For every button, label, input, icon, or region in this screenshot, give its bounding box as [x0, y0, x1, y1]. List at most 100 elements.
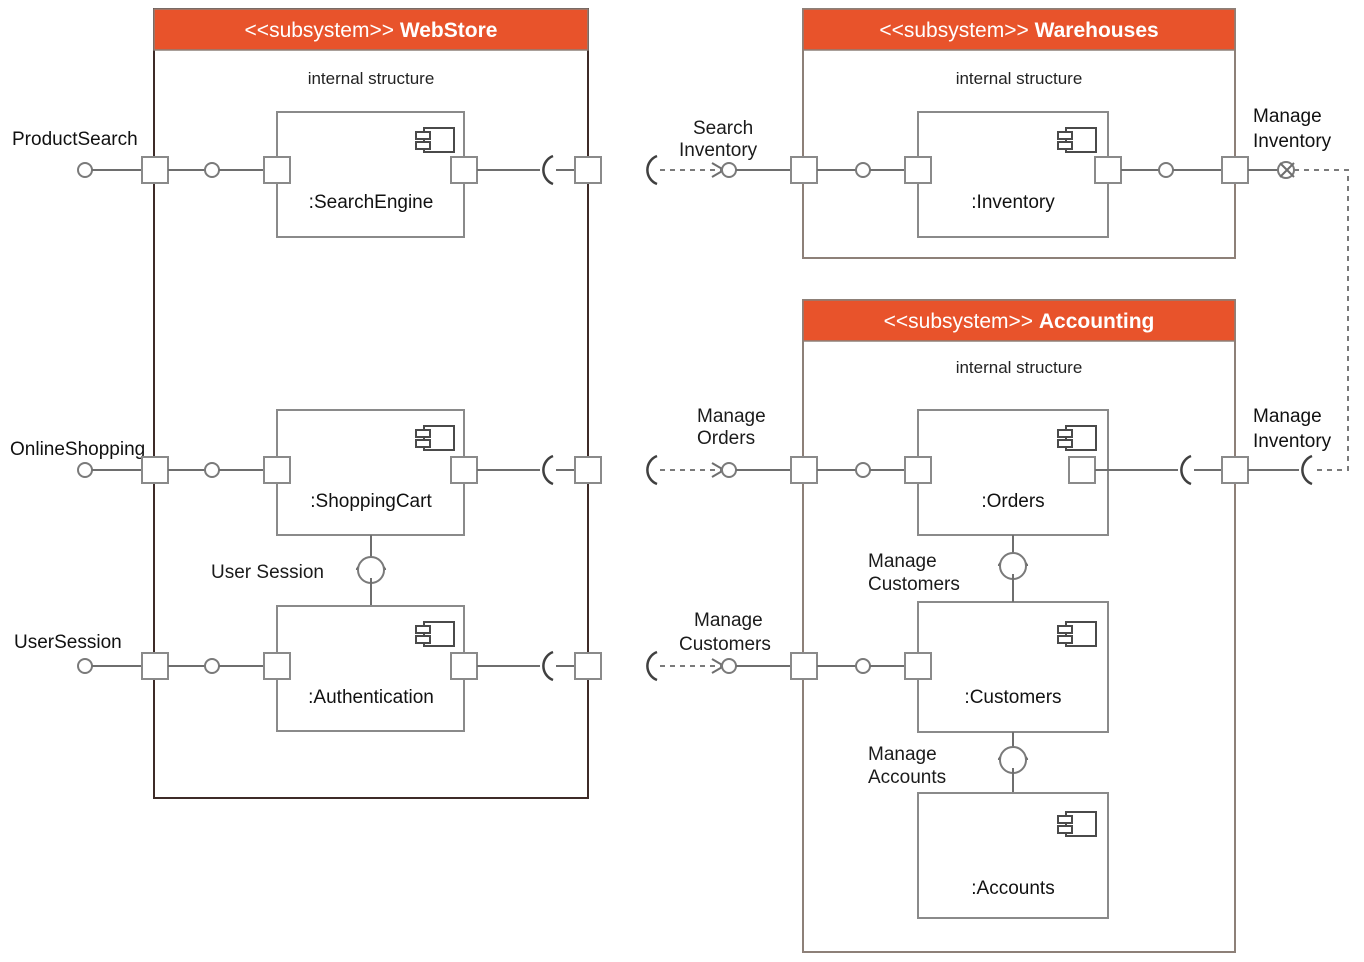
component-customers-label: :Customers: [964, 687, 1061, 708]
assembly-connector-manage-inventory-mid[interactable]: Manage Inventory: [1248, 406, 1332, 486]
port-accounting-left-customers[interactable]: [790, 652, 818, 680]
assembly-label-line2: Inventory: [679, 140, 758, 161]
port-authentication-left[interactable]: [263, 652, 291, 680]
provided-interface-ball[interactable]: [855, 658, 871, 674]
webstore-name: WebStore: [400, 19, 498, 42]
webstore-header: [153, 8, 589, 51]
component-authentication-label: :Authentication: [308, 687, 434, 708]
external-port-usersession-label: UserSession: [14, 632, 122, 653]
component-shoppingcart[interactable]: :ShoppingCart: [263, 409, 478, 536]
component-customers[interactable]: :Customers: [904, 601, 1109, 733]
port-webstore-manageorders[interactable]: [574, 456, 602, 484]
provided-interface-ball[interactable]: [1158, 162, 1174, 178]
accounting-internal-structure-label: internal structure: [956, 358, 1083, 377]
port-authentication-right[interactable]: [450, 652, 478, 680]
port-accounting-left-orders[interactable]: [790, 456, 818, 484]
assembly-connector-search-inventory[interactable]: Search Inventory: [646, 118, 791, 186]
component-orders[interactable]: :Orders: [904, 409, 1109, 536]
manage-orders-line1: Manage: [697, 406, 766, 427]
provided-interface-ball[interactable]: [77, 162, 93, 178]
assembly-connector-manage-orders[interactable]: Manage Orders: [646, 406, 791, 486]
required-interface-socket[interactable]: [1301, 454, 1313, 486]
webstore-header-label: <<subsystem>> WebStore: [245, 19, 498, 42]
port-shoppingcart-right[interactable]: [450, 456, 478, 484]
component-icon: [1057, 425, 1097, 451]
accounting-name: Accounting: [1039, 310, 1155, 333]
manage-accounts-line2: Accounts: [868, 767, 946, 788]
assembly-connector-manage-inventory-top[interactable]: Manage Inventory: [1248, 106, 1349, 471]
port-warehouses-manageinventory-top[interactable]: [1221, 156, 1249, 184]
provided-interface-ball[interactable]: [204, 462, 220, 478]
manage-customers-internal-line2: Customers: [868, 574, 960, 595]
port-webstore-productsearch[interactable]: [141, 156, 169, 184]
port-accounting-manageinventory[interactable]: [1221, 456, 1249, 484]
warehouses-internal-structure-label: internal structure: [956, 69, 1083, 88]
warehouses-stereotype: <<subsystem>>: [879, 19, 1028, 42]
warehouses-header-label: <<subsystem>> Warehouses: [879, 19, 1158, 42]
provided-interface-ball[interactable]: [77, 658, 93, 674]
required-interface-socket[interactable]: [1180, 454, 1192, 486]
component-icon: [1057, 811, 1097, 837]
port-webstore-managecustomers[interactable]: [574, 652, 602, 680]
warehouses-header: [802, 8, 1236, 51]
external-port-usersession[interactable]: UserSession: [14, 632, 142, 674]
external-port-onlineshopping[interactable]: OnlineShopping: [10, 439, 145, 478]
component-shoppingcart-label: :ShoppingCart: [310, 491, 432, 512]
port-orders-left[interactable]: [904, 456, 932, 484]
required-interface-socket[interactable]: [646, 154, 658, 186]
component-authentication[interactable]: :Authentication: [263, 605, 478, 732]
user-session-label: User Session: [211, 562, 324, 583]
manage-customers-line1: Manage: [694, 610, 763, 631]
provided-interface-ball[interactable]: [204, 658, 220, 674]
port-webstore-usersession[interactable]: [141, 652, 169, 680]
required-interface-socket[interactable]: [542, 154, 554, 186]
accounting-header: [802, 299, 1236, 342]
required-interface-socket[interactable]: [542, 650, 554, 682]
provided-interface-ball[interactable]: [721, 658, 737, 674]
provided-interface-ball[interactable]: [855, 162, 871, 178]
manage-customers-internal-line1: Manage: [868, 551, 937, 572]
internal-interface-manage-accounts[interactable]: Manage Accounts: [868, 732, 1029, 793]
internal-interface-manage-customers[interactable]: Manage Customers: [868, 535, 1029, 602]
required-interface-socket[interactable]: [542, 454, 554, 486]
port-webstore-onlineshopping[interactable]: [141, 456, 169, 484]
manage-accounts-line1: Manage: [868, 744, 937, 765]
manage-customers-line2: Customers: [679, 634, 771, 655]
port-searchengine-left[interactable]: [263, 156, 291, 184]
port-warehouses-left[interactable]: [790, 156, 818, 184]
port-searchengine-right[interactable]: [450, 156, 478, 184]
component-orders-label: :Orders: [981, 491, 1044, 512]
port-customers-left[interactable]: [904, 652, 932, 680]
manage-inventory-mid-line2: Inventory: [1253, 431, 1332, 452]
warehouses-name: Warehouses: [1035, 19, 1159, 42]
required-interface-socket[interactable]: [646, 454, 658, 486]
external-port-onlineshopping-label: OnlineShopping: [10, 439, 145, 460]
component-searchengine[interactable]: :SearchEngine: [263, 111, 478, 238]
component-icon: [1057, 127, 1097, 153]
external-port-productsearch[interactable]: ProductSearch: [12, 129, 142, 178]
provided-interface-ball[interactable]: [721, 462, 737, 478]
provided-interface-ball[interactable]: [721, 162, 737, 178]
port-inventory-left[interactable]: [904, 156, 932, 184]
component-accounts[interactable]: :Accounts: [917, 792, 1109, 919]
provided-interface-ball[interactable]: [855, 462, 871, 478]
external-port-productsearch-label: ProductSearch: [12, 129, 138, 150]
provided-interface-ball[interactable]: [204, 162, 220, 178]
component-inventory[interactable]: :Inventory: [904, 111, 1122, 238]
accounting-stereotype: <<subsystem>>: [884, 310, 1033, 333]
accounting-header-label: <<subsystem>> Accounting: [884, 310, 1155, 333]
port-inventory-right[interactable]: [1094, 156, 1122, 184]
component-icon: [415, 425, 455, 451]
subsystem-accounting[interactable]: <<subsystem>> Accounting internal struct…: [802, 299, 1236, 953]
port-webstore-searchinventory[interactable]: [574, 156, 602, 184]
subsystem-webstore[interactable]: <<subsystem>> WebStore internal structur…: [153, 8, 589, 799]
webstore-internal-structure-label: internal structure: [308, 69, 435, 88]
internal-interface-user-session[interactable]: User Session: [211, 535, 387, 606]
assembly-connector-manage-customers[interactable]: Manage Customers: [646, 610, 791, 682]
provided-interface-ball[interactable]: [77, 462, 93, 478]
port-orders-right[interactable]: [1068, 456, 1096, 484]
subsystem-warehouses[interactable]: <<subsystem>> Warehouses internal struct…: [802, 8, 1236, 259]
required-interface-socket[interactable]: [646, 650, 658, 682]
port-shoppingcart-left[interactable]: [263, 456, 291, 484]
